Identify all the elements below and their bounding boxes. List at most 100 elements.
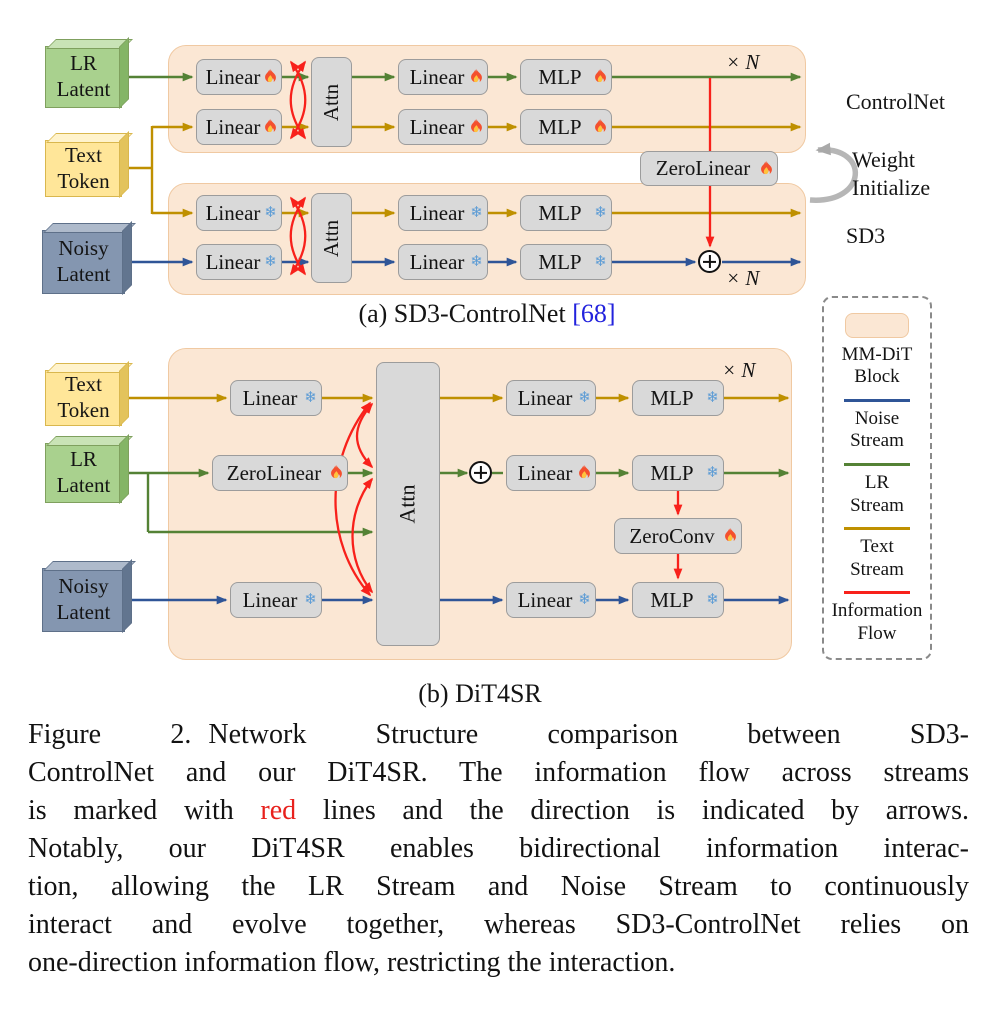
box-label: ZeroLinear: [655, 156, 751, 180]
lr-latent-label: LR Latent: [56, 51, 111, 101]
snowflake-icon: ❄: [594, 251, 607, 270]
information-flow-line: [843, 591, 910, 595]
lr-latent-label: LR Latent: [56, 447, 111, 497]
attn-box: Attn: [311, 193, 352, 283]
box-label: Linear: [205, 114, 261, 139]
box-label: ZeroConv: [629, 523, 715, 548]
noisy-latent-label: Noisy Latent: [56, 574, 111, 624]
box-label: ZeroLinear: [226, 460, 322, 485]
box-label: MLP: [538, 114, 582, 139]
mm-dit-block-swatch: [844, 313, 909, 338]
fire-icon: [579, 464, 590, 479]
sd3-label: SD3: [846, 223, 886, 248]
box-label: MLP: [538, 249, 582, 274]
legend-item: MM-DiT Block: [841, 313, 913, 389]
legend-item: Information Flow: [832, 591, 922, 645]
linear-box: Linear ❄: [506, 380, 596, 416]
caption-line-5: tion, allowing the LR Stream and Noise S…: [28, 871, 969, 902]
text-token-label: Text Token: [57, 142, 110, 193]
figure-label: Figure 2.: [28, 719, 192, 750]
weight-initialize-arrow: [809, 142, 859, 203]
legend-item: LR Stream: [844, 463, 910, 517]
zeroconv-box: ZeroConv: [614, 518, 742, 554]
snowflake-icon: ❄: [706, 462, 719, 481]
box-label: Linear: [242, 587, 298, 612]
caption-a-text: (a) SD3-ControlNet: [358, 299, 573, 328]
box-label: Attn: [319, 219, 343, 257]
lr-latent-input: LR Latent: [45, 46, 122, 108]
zerolinear-box: ZeroLinear: [640, 151, 778, 186]
caption-line-3: is marked with red lines and the directi…: [28, 792, 969, 830]
text-token-label: Text Token: [57, 372, 110, 422]
box-label: Linear: [517, 385, 573, 410]
citation-68[interactable]: [68]: [572, 299, 616, 328]
caption-line-7: one-direction information flow, restrict…: [28, 947, 676, 978]
snowflake-icon: ❄: [304, 387, 317, 406]
noise-stream-line: [844, 399, 910, 403]
attn-box: Attn: [376, 362, 440, 646]
legend-label: Text Stream: [850, 536, 904, 580]
snowflake-icon: ❄: [706, 387, 719, 406]
fire-icon: [265, 118, 276, 133]
linear-box: Linear ❄: [398, 195, 488, 231]
caption-text: Network Structure comparison between SD3…: [208, 719, 969, 750]
fire-icon: [595, 68, 606, 83]
snowflake-icon: ❄: [706, 589, 719, 608]
linear-box: Linear: [398, 59, 488, 95]
mlp-box: MLP: [520, 59, 612, 95]
legend-item: Noise Stream: [844, 399, 910, 453]
fire-icon: [725, 527, 736, 542]
legend-item: Text Stream: [844, 527, 910, 581]
box-label: Linear: [409, 200, 465, 225]
mlp-box: MLP ❄: [632, 582, 724, 618]
box-label: MLP: [650, 587, 694, 612]
text-stream-line: [844, 527, 910, 531]
caption-text: is marked with: [28, 795, 261, 826]
repeat-n-label: × N: [722, 358, 756, 382]
box-label: Linear: [409, 64, 465, 89]
caption-line-2: ControlNet and our DiT4SR. The informati…: [28, 757, 969, 788]
snowflake-icon: ❄: [264, 251, 277, 270]
lr-latent-input: LR Latent: [45, 443, 122, 503]
linear-box: Linear: [398, 109, 488, 145]
noisy-latent-input: Noisy Latent: [42, 230, 125, 294]
linear-box: Linear ❄: [196, 244, 282, 280]
box-label: Linear: [409, 249, 465, 274]
add-circle: [469, 461, 492, 484]
snowflake-icon: ❄: [304, 589, 317, 608]
snowflake-icon: ❄: [264, 202, 277, 221]
fire-icon: [265, 68, 276, 83]
figure-caption: Figure 2. Network Structure comparison be…: [28, 716, 969, 982]
snowflake-icon: ❄: [578, 589, 591, 608]
fire-icon: [471, 68, 482, 83]
text-token-input: Text Token: [45, 370, 122, 426]
fire-icon: [595, 118, 606, 133]
box-label: Linear: [205, 200, 261, 225]
snowflake-icon: ❄: [578, 387, 591, 406]
box-label: MLP: [650, 385, 694, 410]
fire-icon: [331, 464, 342, 479]
mlp-box: MLP ❄: [520, 244, 612, 280]
add-circle: [698, 250, 721, 273]
box-label: MLP: [538, 64, 582, 89]
box-label: Linear: [205, 249, 261, 274]
lr-stream-line: [844, 463, 910, 467]
box-label: Linear: [205, 64, 261, 89]
caption-line-1: Figure 2. Network Structure comparison be…: [28, 716, 969, 754]
mlp-box: MLP ❄: [632, 455, 724, 491]
caption-line-6: interact and evolve together, whereas SD…: [28, 909, 969, 940]
linear-box: Linear: [196, 59, 282, 95]
box-label: MLP: [538, 200, 582, 225]
box-label: Linear: [409, 114, 465, 139]
caption-red-word: red: [260, 795, 297, 826]
caption-line-4: Notably, our DiT4SR enables bidirectiona…: [28, 833, 969, 864]
text-token-input: Text Token: [45, 140, 122, 197]
controlnet-label: ControlNet: [846, 89, 945, 114]
linear-box: Linear ❄: [230, 380, 322, 416]
mlp-box: MLP ❄: [520, 195, 612, 231]
repeat-n-label: × N: [726, 50, 760, 74]
zerolinear-box: ZeroLinear: [212, 455, 348, 491]
fire-icon: [471, 118, 482, 133]
legend-label: MM-DiT Block: [841, 344, 913, 388]
